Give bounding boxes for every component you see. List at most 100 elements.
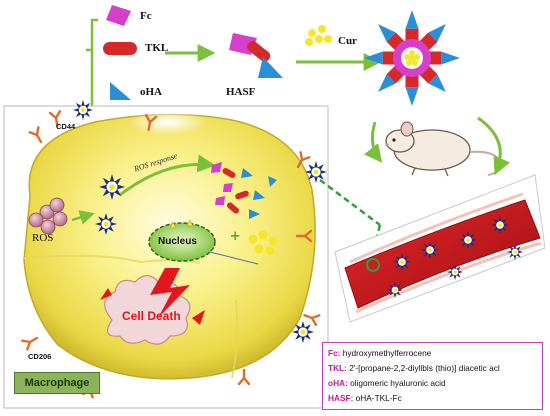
arrow-to-mouse <box>363 121 383 163</box>
cur-label: Cur <box>338 35 357 47</box>
hasf-label: HASF <box>226 86 256 98</box>
macrophage-label: Macrophage <box>24 377 90 389</box>
ros-response-arrow <box>119 154 216 197</box>
star-spike-tkl <box>386 32 404 50</box>
receptor-icon <box>21 336 39 351</box>
cd44-label: CD44 <box>56 122 76 131</box>
star-spike-oha <box>378 74 396 92</box>
star-spike-tkl <box>405 28 419 41</box>
membrane-nanoparticle-icon <box>305 161 327 183</box>
hasf-molecule-icon <box>229 33 283 78</box>
vessel-nanoparticles <box>387 216 523 298</box>
ros-arrow <box>71 210 95 225</box>
abbreviation-legend: Fc: hydroxymethylferrocene TKL: 2'-[prop… <box>322 342 543 410</box>
receptor-icon <box>296 151 311 169</box>
receptor-icon <box>237 368 251 386</box>
nanoparticle-cur <box>313 169 319 175</box>
cd206-label: CD206 <box>28 352 52 361</box>
star-cur-dot <box>412 60 418 66</box>
released-fragments-icon <box>211 162 277 219</box>
star-spike-tkl <box>405 75 419 88</box>
star-spike-oha <box>428 24 446 42</box>
star-cur-dot <box>414 54 420 60</box>
nanoparticle-cur <box>453 270 457 274</box>
legend-text: oHA-TKL-Fc <box>353 393 402 403</box>
arrow-to-vessel <box>477 116 511 176</box>
legend-key: TKL: <box>328 363 347 373</box>
membrane-nanoparticles <box>73 100 327 343</box>
vessel-nanoparticle-icon <box>421 241 439 259</box>
legend-text: 2'-[propane-2,2-diyllbls (thio)] diaceti… <box>346 363 500 373</box>
star-spike-tkl <box>386 66 404 84</box>
nanoparticle-cur <box>498 223 502 227</box>
star-cur-dot <box>404 54 410 60</box>
receptor-icon <box>303 314 321 326</box>
oha-label: oHA <box>140 86 162 98</box>
nanoparticle-cur <box>513 250 517 254</box>
vessel-nanoparticle-icon <box>393 253 411 271</box>
cell-death-label: Cell Death <box>122 309 181 323</box>
nucleus-link-line <box>209 251 259 265</box>
macrophage-badge: Macrophage <box>14 372 100 394</box>
nucleus <box>148 219 216 262</box>
membrane-nanoparticle-icon <box>73 100 93 120</box>
tkl-label: TKL <box>145 42 169 54</box>
mouse-icon <box>385 121 502 177</box>
fc-kite-icon <box>106 5 131 26</box>
receptor-icon <box>295 229 313 243</box>
legend-text: oligomeric hyaluronic acid <box>347 378 446 388</box>
legend-row-oha: oHA: oligomeric hyaluronic acid <box>328 376 537 391</box>
fc-label: Fc <box>140 10 152 22</box>
nanoparticle-cur <box>109 184 115 190</box>
star-spike-tkl <box>429 51 442 65</box>
legend-row-tkl: TKL: 2'-[propane-2,2-diyllbls (thio)] di… <box>328 361 537 376</box>
nucleus-label: Nucleus <box>158 236 197 247</box>
star-spike-oha <box>378 24 396 42</box>
receptor-icon <box>48 110 62 128</box>
receptor-icon <box>144 114 158 132</box>
vessel-nanoparticle-icon <box>491 216 509 234</box>
cell-nanoparticle-icon <box>99 174 125 200</box>
star-spike-oha <box>441 51 460 65</box>
oha-triangle-icon <box>110 82 131 100</box>
vessel-nanoparticle-icon <box>459 231 477 249</box>
nanoparticle-cur <box>400 260 404 264</box>
nanoparticle-cur <box>428 248 432 252</box>
legend-row-fc: Fc: hydroxymethylferrocene <box>328 346 537 361</box>
star-spike-oha <box>405 87 419 106</box>
star-spike-tkl <box>420 66 438 84</box>
nanoparticle-cur <box>466 238 470 242</box>
vessel-nanoparticle-icon <box>387 282 403 298</box>
star-spike-oha <box>405 10 419 29</box>
vessel-nanoparticle-icon <box>507 244 523 260</box>
ros-cluster-icon <box>28 197 68 235</box>
ros-label: ROS <box>32 232 54 244</box>
nanoparticle-cur <box>80 107 86 113</box>
nanoparticle-cur <box>300 329 306 335</box>
legend-key: Fc: <box>328 348 341 358</box>
legend-row-hasf: HASF: oHA-TKL-Fc <box>328 391 537 406</box>
legend-key: oHA: <box>328 378 348 388</box>
tkl-capsule-icon <box>103 42 137 55</box>
zoom-dashed-line <box>319 179 381 226</box>
hasf-cur-nanoparticle-icon <box>364 10 460 106</box>
nanoparticle-cur <box>393 288 397 292</box>
legend-key: HASF: <box>328 393 354 403</box>
curcumin-dots-icon <box>305 25 332 46</box>
star-cur-dot <box>409 50 415 56</box>
star-spike-tkl <box>382 51 395 65</box>
free-curcumin-icon <box>248 230 278 256</box>
legend-text: hydroxymethylferrocene <box>340 348 432 358</box>
cell-nanoparticle-icon <box>95 213 117 235</box>
membrane-nanoparticle-icon <box>292 321 314 343</box>
component-bracket <box>90 18 98 114</box>
star-cur-dot <box>406 60 412 66</box>
plus-sign: + <box>230 226 241 246</box>
receptor-icon <box>28 126 43 144</box>
vessel-nanoparticle-icon <box>447 264 463 280</box>
star-spike-oha <box>364 51 383 65</box>
star-spike-oha <box>428 74 446 92</box>
cell-death-burst <box>100 268 205 345</box>
star-cur-dot <box>409 55 415 61</box>
